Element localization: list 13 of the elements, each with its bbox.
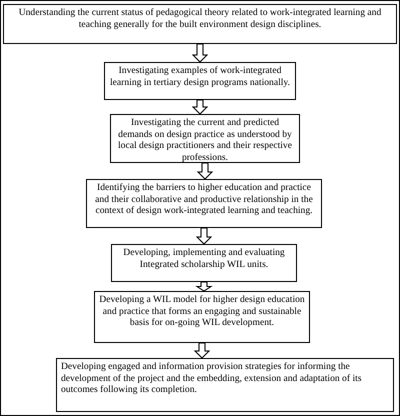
- process-box: [3, 4, 397, 44]
- step-text: Identifying the barriers to higher education and practice and their collaborative and productive relationship in the context of design work-integrated learning and teaching.: [94, 182, 314, 218]
- process-box: [86, 179, 322, 228]
- step-text: Developing, implementing and evaluating Integrated scholarship WIL units.: [122, 247, 286, 270]
- step-text: Developing engaged and information provision strategies for informing the development of the project and the embedding, extension and adaptation of its outcomes following its completion.: [61, 361, 363, 396]
- step-text: Understanding the current status of pedagogical theory related to work-integrated learning and teaching generally for the built environment design disciplines.: [18, 7, 382, 30]
- step-text: Investigating examples of work-integrated learning in tertiary design programs nationally.: [109, 65, 291, 88]
- process-box: [94, 291, 310, 343]
- process-box: [104, 62, 296, 100]
- step-text: Investigating the current and predicted demands on design practice as understood by local design practitioners and their respective professions.: [117, 117, 293, 164]
- process-box: [56, 358, 394, 412]
- step-text: Developing a WIL model for higher design education and practice that forms an engaging and sustainable basis for on-going WIL development.: [99, 294, 305, 330]
- process-box: [111, 244, 297, 282]
